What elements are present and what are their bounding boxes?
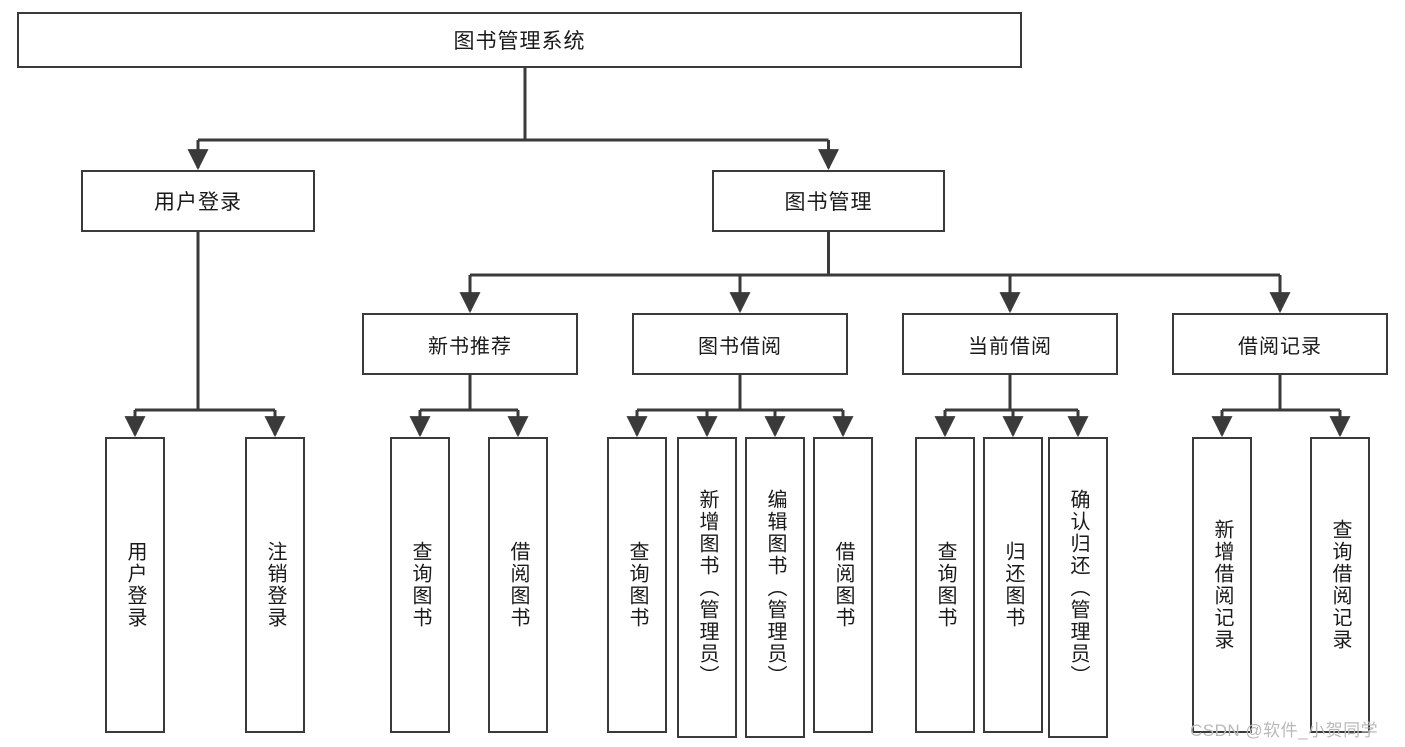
node-leaf-9-label: 归还图书 (1002, 541, 1024, 629)
node-leaf-12[interactable]: 查询借阅记录 (1310, 437, 1370, 733)
node-level3-2-label: 当前借阅 (968, 335, 1052, 358)
node-level3-1-label: 图书借阅 (698, 335, 782, 358)
node-level3-0[interactable]: 新书推荐 (362, 313, 578, 375)
node-leaf-5-label: 新增图书（管理员） (696, 488, 718, 687)
node-leaf-1[interactable]: 注销登录 (245, 437, 305, 733)
node-leaf-3-label: 借阅图书 (507, 541, 529, 629)
node-level3-0-label: 新书推荐 (428, 335, 512, 358)
node-leaf-10-label: 确认归还（管理员） (1067, 488, 1089, 687)
node-leaf-7-label: 借阅图书 (832, 541, 854, 629)
node-leaf-4[interactable]: 查询图书 (607, 437, 667, 733)
node-leaf-6-label: 编辑图书（管理员） (764, 488, 786, 687)
node-leaf-6[interactable]: 编辑图书（管理员） (745, 437, 805, 738)
node-level3-2[interactable]: 当前借阅 (902, 313, 1118, 375)
node-leaf-2-label: 查询图书 (409, 541, 431, 629)
node-leaf-2[interactable]: 查询图书 (390, 437, 450, 733)
node-leaf-12-label: 查询借阅记录 (1329, 519, 1351, 651)
node-level2-0[interactable]: 用户登录 (81, 170, 315, 232)
node-leaf-7[interactable]: 借阅图书 (813, 437, 873, 733)
node-leaf-1-label: 注销登录 (264, 541, 286, 629)
node-root-label: 图书管理系统 (453, 30, 586, 53)
node-root[interactable]: 图书管理系统 (17, 12, 1022, 68)
node-leaf-0-label: 用户登录 (124, 541, 146, 629)
node-level2-1[interactable]: 图书管理 (712, 170, 945, 232)
node-level2-0-label: 用户登录 (154, 191, 242, 214)
node-leaf-11-label: 新增借阅记录 (1211, 519, 1233, 651)
node-leaf-11[interactable]: 新增借阅记录 (1192, 437, 1252, 733)
node-level3-3[interactable]: 借阅记录 (1172, 313, 1388, 375)
node-leaf-10[interactable]: 确认归还（管理员） (1048, 437, 1108, 738)
node-level2-1-label: 图书管理 (784, 191, 873, 214)
node-level3-1[interactable]: 图书借阅 (632, 313, 848, 375)
node-leaf-8-label: 查询图书 (934, 541, 956, 629)
node-leaf-5[interactable]: 新增图书（管理员） (677, 437, 737, 738)
node-leaf-9[interactable]: 归还图书 (983, 437, 1043, 733)
node-leaf-8[interactable]: 查询图书 (915, 437, 975, 733)
node-leaf-0[interactable]: 用户登录 (105, 437, 165, 733)
node-leaf-3[interactable]: 借阅图书 (488, 437, 548, 733)
node-leaf-4-label: 查询图书 (626, 541, 648, 629)
node-level3-3-label: 借阅记录 (1238, 335, 1322, 358)
watermark: CSDN @软件_小贺同学 (1190, 721, 1379, 740)
